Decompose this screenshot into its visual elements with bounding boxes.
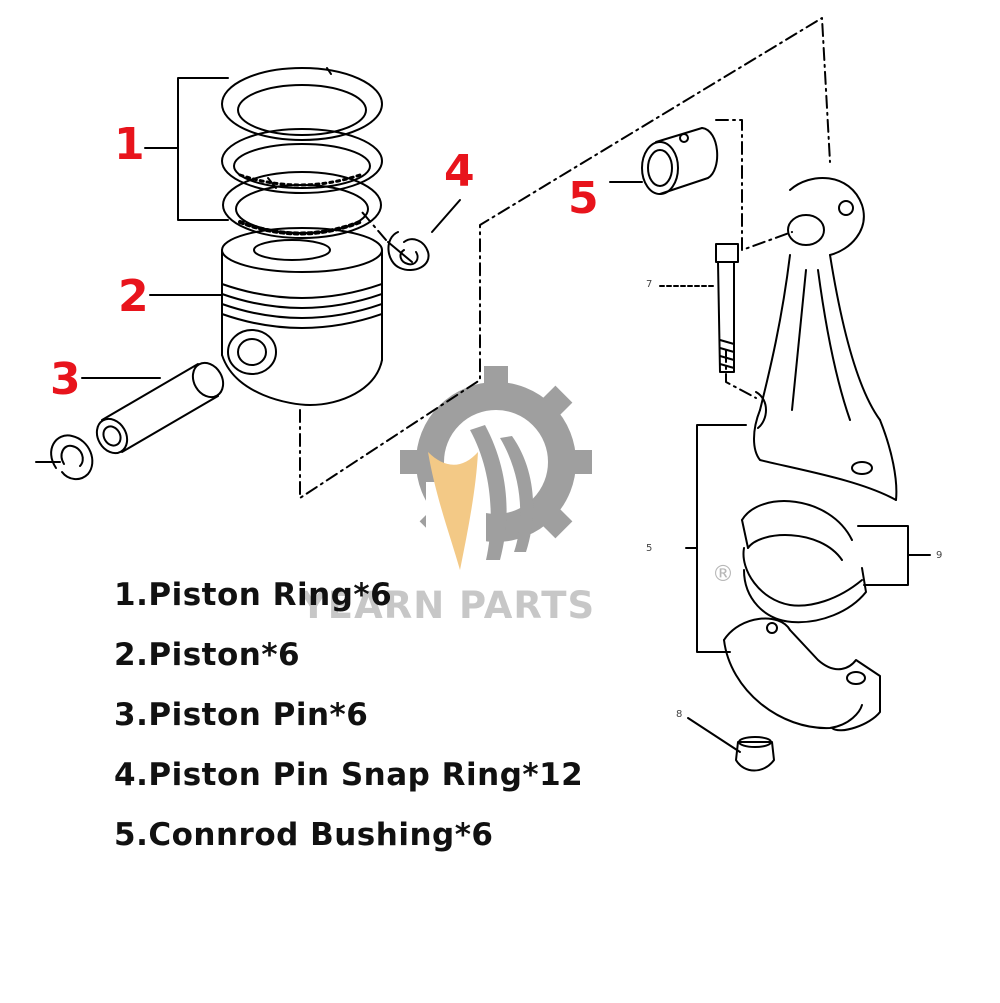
legend-item-3: 3.Piston Pin*6 (114, 697, 369, 733)
snap-ring-left (35, 434, 94, 480)
callout-4-leader (431, 199, 461, 233)
leader-8 (687, 717, 741, 753)
legend-item-1: 1.Piston Ring*6 (114, 577, 393, 613)
bearing-upper (741, 500, 867, 624)
ref-number-9: 9 (936, 550, 943, 561)
ref-number-7: 7 (646, 279, 653, 290)
ref-number-5: 5 (646, 543, 653, 554)
callout-4: 4 (444, 146, 475, 197)
connrod-nut (735, 736, 775, 772)
bracket-9 (857, 525, 931, 586)
watermark-logo-icon (400, 366, 592, 572)
ref-number-8: 8 (676, 709, 683, 720)
connrod-bushing (641, 127, 719, 195)
piston-ring-set (221, 67, 383, 239)
callout-1-bracket (144, 77, 229, 221)
assembly-lines (299, 17, 831, 499)
connrod-bolt (715, 243, 739, 373)
callout-1: 1 (114, 119, 145, 170)
connrod-cap (723, 617, 881, 732)
registered-mark: ® (712, 562, 734, 587)
legend-item-4: 4.Piston Pin Snap Ring*12 (114, 757, 584, 793)
callout-5: 5 (568, 173, 599, 224)
snap-ring-right (387, 231, 430, 271)
callout-2: 2 (118, 271, 149, 322)
connecting-rod (753, 177, 898, 501)
watermark-text: YEARN PARTS (300, 584, 596, 627)
legend-item-2: 2.Piston*6 (114, 637, 301, 673)
bracket-5 (685, 424, 747, 653)
piston-pin (95, 361, 225, 455)
legend-item-5: 5.Connrod Bushing*6 (114, 817, 494, 853)
piston (221, 227, 383, 406)
callout-3: 3 (50, 354, 81, 405)
